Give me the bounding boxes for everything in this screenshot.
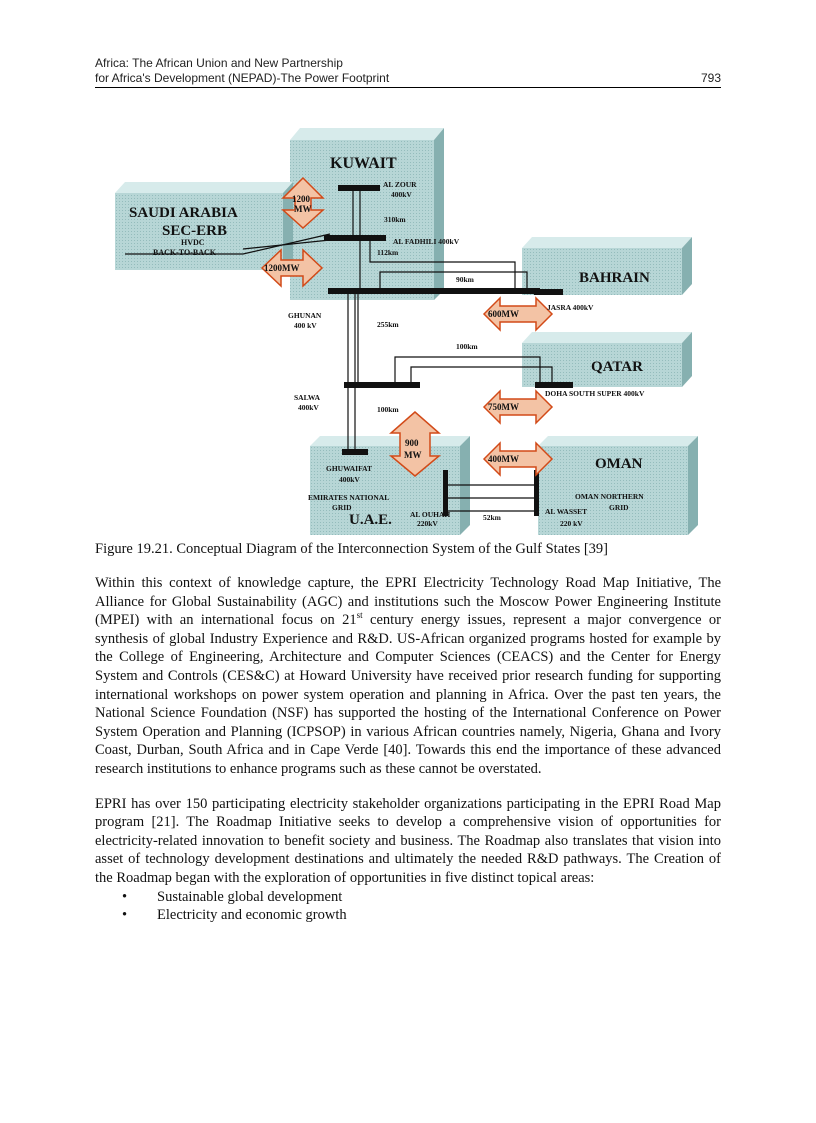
header-rule xyxy=(95,87,721,88)
oman-box xyxy=(538,436,698,535)
label-oman: OMAN xyxy=(595,456,643,472)
busbars xyxy=(324,185,573,516)
label-100km-a: 100km xyxy=(456,342,478,351)
arrow-750mw xyxy=(482,389,554,425)
label-arrow-900: 900 xyxy=(405,438,419,448)
bahrain-box xyxy=(522,237,692,295)
arrow-600mw xyxy=(482,296,554,332)
transmission-lines xyxy=(125,188,553,512)
paragraph-2: EPRI has over 150 participating electric… xyxy=(95,795,721,886)
label-oman-grid-2: GRID xyxy=(609,503,629,512)
label-arrow-900-mw: MW xyxy=(404,450,422,460)
label-saudi-arabia: SAUDI ARABIA xyxy=(129,205,238,221)
label-al-ouhah-kv: 220kV xyxy=(417,519,438,528)
header-title-line2: for Africa's Development (NEPAD)-The Pow… xyxy=(95,71,390,85)
label-emirates-grid-2: GRID xyxy=(332,503,352,512)
label-112km: 112km xyxy=(377,248,399,257)
list-item-text: Sustainable global development xyxy=(157,888,343,905)
paragraph-1: Within this context of knowledge capture… xyxy=(95,574,721,779)
label-back-to-back: BACK-TO-BACK xyxy=(153,248,217,257)
bullet-icon: • xyxy=(122,907,128,924)
label-ghunan-kv: 400 kV xyxy=(294,321,317,330)
body-text: Within this context of knowledge capture… xyxy=(95,574,721,925)
label-arrow-600mw: 600MW xyxy=(488,309,519,319)
topic-list: • Sustainable global development • Electri… xyxy=(95,888,721,925)
label-uae: U.A.E. xyxy=(349,512,392,528)
label-hvdc: HVDC xyxy=(181,238,205,247)
label-qatar: QATAR xyxy=(591,359,643,375)
list-item: • Electricity and economic growth xyxy=(95,906,721,925)
label-al-wasset-kv: 220 kV xyxy=(560,519,583,528)
label-ghunan: GHUNAN xyxy=(288,311,322,320)
label-sec-erb: SEC-ERB xyxy=(162,223,227,239)
label-emirates-grid: EMIRATES NATIONAL xyxy=(308,493,389,502)
paragraph-1-part-a: Within this context of knowledge capture… xyxy=(95,575,721,629)
label-salwa-kv: 400kV xyxy=(298,403,319,412)
label-jasra: JASRA 400kV xyxy=(547,303,594,312)
paragraph-1-part-b: century energy issues, represent a major… xyxy=(95,612,722,777)
label-oman-grid: OMAN NORTHERN xyxy=(575,492,644,501)
label-arrow-1200-a: 1200 xyxy=(292,194,311,204)
bullet-icon: • xyxy=(122,888,128,905)
label-al-ouhah: AL OUHAH xyxy=(410,510,450,519)
label-bahrain: BAHRAIN xyxy=(579,270,650,286)
gulf-interconnection-diagram: KUWAIT SAUDI ARABIA SEC-ERB HVDC BACK-TO… xyxy=(95,120,721,540)
label-al-wasset: AL WASSET xyxy=(545,507,587,516)
label-al-zour: AL ZOUR xyxy=(383,180,417,189)
label-arrow-750mw: 750MW xyxy=(488,402,519,412)
label-doha-south: DOHA SOUTH SUPER 400kV xyxy=(545,389,645,398)
label-255km: 255km xyxy=(377,320,399,329)
label-kuwait: KUWAIT xyxy=(330,155,397,172)
label-100km-b: 100km xyxy=(377,405,399,414)
list-item: • Sustainable global development xyxy=(95,888,721,907)
figure-caption: Figure 19.21. Conceptual Diagram of the … xyxy=(95,541,609,557)
label-ghuwaifat: GHUWAIFAT xyxy=(326,464,372,473)
label-arrow-1200-b: MW xyxy=(294,204,312,214)
label-salwa: SALWA xyxy=(294,393,321,402)
label-310km: 310km xyxy=(384,215,406,224)
label-al-fadhili: AL FADHILI 400kV xyxy=(393,237,460,246)
label-arrow-400mw: 400MW xyxy=(488,454,519,464)
saudi-arabia-box xyxy=(115,182,293,270)
label-52km: 52km xyxy=(483,513,502,522)
arrow-1200mw-vertical xyxy=(281,176,325,230)
ordinal-suffix: st xyxy=(356,610,363,621)
arrow-400mw xyxy=(482,441,554,477)
header-title-line1: Africa: The African Union and New Partne… xyxy=(95,56,343,70)
label-al-zour-kv: 400kV xyxy=(391,190,412,199)
label-90km: 90km xyxy=(456,275,475,284)
list-item-text: Electricity and economic growth xyxy=(157,907,347,924)
running-header: Africa: The African Union and New Partne… xyxy=(95,56,721,88)
power-transfer-arrows xyxy=(260,176,554,477)
label-ghuwaifat-kv: 400kV xyxy=(339,475,360,484)
arrow-900mw xyxy=(388,411,442,477)
label-arrow-1200mw: 1200MW xyxy=(264,263,300,273)
qatar-box xyxy=(522,332,692,387)
page-number: 793 xyxy=(700,71,721,85)
arrow-1200mw-horizontal xyxy=(260,248,324,288)
